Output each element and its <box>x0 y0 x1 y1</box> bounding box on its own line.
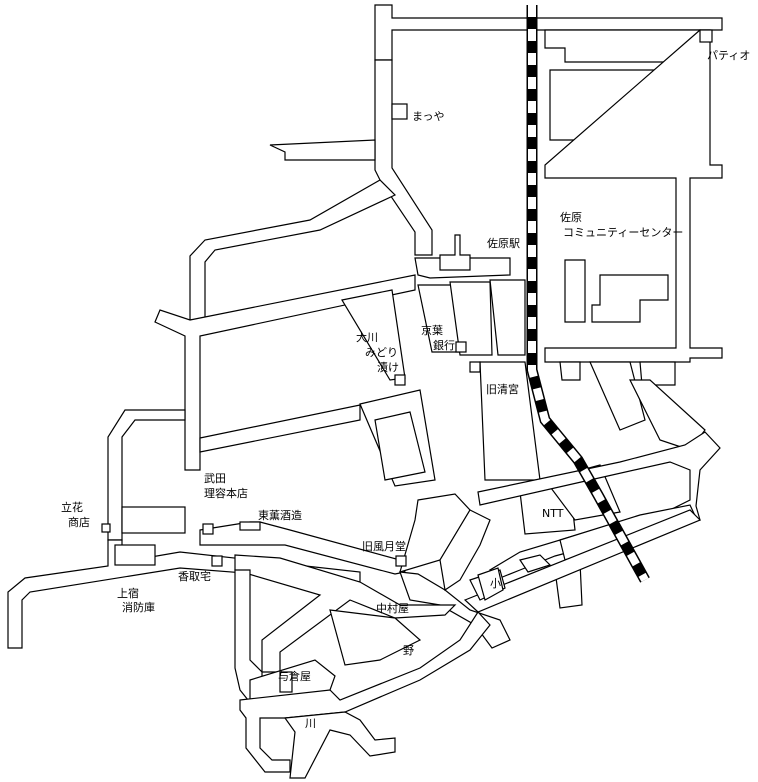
northwest-road <box>269 139 376 161</box>
east-of-bank <box>489 279 526 356</box>
label-ono-sho: 小 <box>490 577 501 590</box>
south-block-nakamura <box>329 609 422 666</box>
label-community-center-2: コミュニティーセンター <box>563 226 683 239</box>
label-takeda-1: 武田 <box>204 472 226 485</box>
bridge-ono <box>477 567 504 601</box>
label-yokuraya: 与倉屋 <box>278 669 311 683</box>
label-keiyo-bank-1: 京葉 <box>421 323 443 337</box>
road-network <box>7 4 723 779</box>
mattsuya-shop <box>391 103 408 120</box>
label-keiyo-bank-2: 銀行 <box>433 338 455 352</box>
label-takeda-2: 理容本店 <box>204 486 248 500</box>
fugetsudo-marker <box>395 555 407 567</box>
katorike-marker <box>211 555 223 567</box>
yokuraya-marker <box>279 671 293 693</box>
cc-right-block <box>591 274 669 323</box>
label-kamijuku-1: 上宿 <box>117 586 139 600</box>
center-south-3 <box>439 509 491 592</box>
label-ntt: NTT <box>542 507 564 520</box>
se-block-1 <box>559 361 581 381</box>
label-togoshuzo: 東薫酒造 <box>258 508 302 522</box>
label-kamijuku-2: 消防庫 <box>122 600 155 614</box>
label-tachibana-2: 商店 <box>68 515 90 529</box>
east-street-3 <box>519 554 552 573</box>
north-street <box>374 59 433 256</box>
station-post <box>439 234 471 271</box>
middle-diagonal <box>199 404 361 453</box>
label-nakamuraya: 中村屋 <box>376 601 409 615</box>
label-okawa-3: 漬け <box>377 360 399 374</box>
patio-shop <box>699 29 713 43</box>
tachibana-marker <box>101 523 111 533</box>
east-street <box>544 29 723 363</box>
label-kawa: 川 <box>305 717 316 730</box>
label-mattsuya: まっや <box>412 110 445 123</box>
kawa-channel <box>283 711 396 779</box>
block-west-2 <box>114 544 156 566</box>
kiyomiya-shrine <box>469 361 481 373</box>
label-community-center-1: 佐原 <box>560 210 582 224</box>
takeda-marker <box>202 523 214 535</box>
south-diagonal-1 <box>234 554 457 673</box>
okawa-marker <box>394 374 406 386</box>
label-patio: パティオ <box>707 49 750 62</box>
label-tachibana-1: 立花 <box>61 500 83 514</box>
west-long-road <box>154 274 416 471</box>
label-kyu-kiyomiya: 旧清宮 <box>486 382 519 396</box>
block-west-1 <box>121 506 186 534</box>
bank-marker <box>455 341 467 353</box>
bank-block <box>449 281 493 356</box>
label-sawara-station: 佐原駅 <box>487 236 520 250</box>
se-block-3 <box>589 361 646 431</box>
label-katorike: 香取宅 <box>178 569 211 583</box>
se-block-2 <box>639 361 676 386</box>
railway-line <box>526 5 650 583</box>
labels: パティオ まっや 佐原駅 佐原 コミュニティーセンター 大川 みどり 漬け 京葉… <box>61 49 750 730</box>
togo-marker <box>239 521 261 531</box>
ono-river-upper <box>463 509 702 613</box>
label-kyu-fugetsudo: 旧風月堂 <box>362 540 406 553</box>
label-okawa-1: 大川 <box>356 330 378 344</box>
label-ono-no: 野 <box>403 644 414 657</box>
label-okawa-2: みどり <box>365 346 398 359</box>
cc-left-block <box>564 259 586 323</box>
center-block-1 <box>374 411 426 481</box>
